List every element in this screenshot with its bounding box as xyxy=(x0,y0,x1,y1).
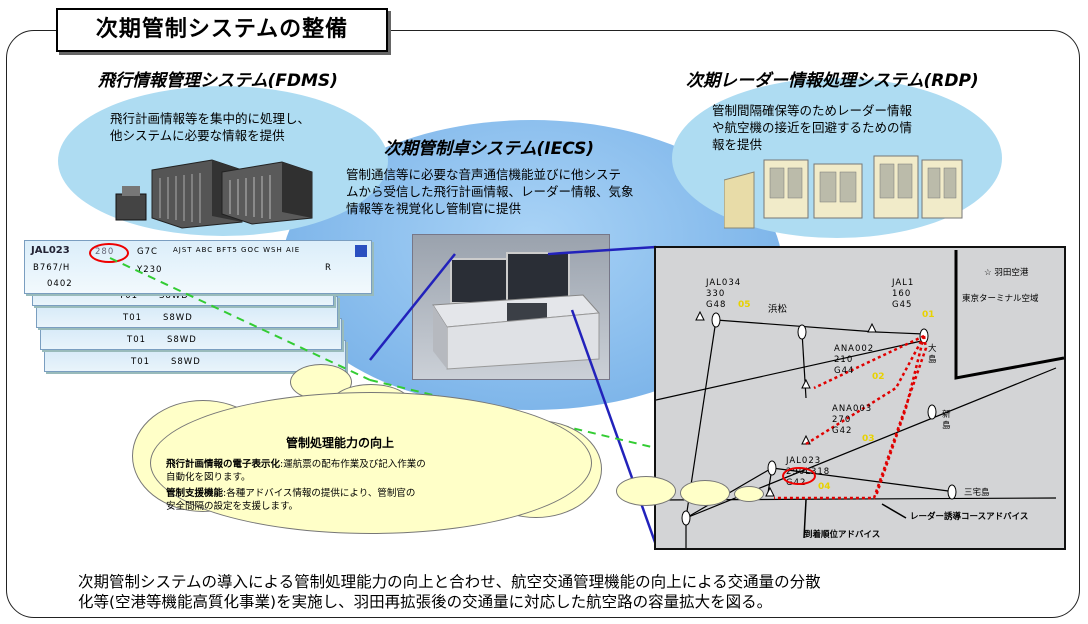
seq-label: 04 xyxy=(818,482,831,492)
hamamatsu-label: 浜松 xyxy=(768,304,788,315)
seq-label: 05 xyxy=(738,300,751,310)
strip-sub: Y230 xyxy=(137,265,163,275)
miyake-label: 三宅島 xyxy=(964,488,990,498)
strip-r: R xyxy=(325,263,332,273)
flight-strip-main: JAL023 280 G7C AJST ABC BFT5 GOC WSH AIE… xyxy=(24,240,372,294)
fdms-description: 飛行計画情報等を集中的に処理し、 他システムに必要な情報を提供 xyxy=(110,111,311,143)
advice-order-label: 到着順位アドバイス xyxy=(804,530,881,540)
footer-summary: 次期管制システムの導入による管制処理能力の向上と合わせ、航空交通管理機能の向上に… xyxy=(78,573,821,611)
seq-label: 02 xyxy=(872,372,885,382)
strip-code: G7C xyxy=(137,247,158,257)
strip-callsign: JAL023 xyxy=(31,245,70,256)
rdp-title: 次期レーダー情報処理システム(RDP) xyxy=(686,71,979,91)
flight-strip-panel: 0462 1 T01 S8WD 0462 2 T01 S8WD 0462 3 T… xyxy=(24,240,374,395)
alt-highlight-ring xyxy=(89,243,129,263)
fdms-title: 飛行情報管理システム(FDMS) xyxy=(98,71,338,91)
bubble-heading: 管制処理能力の向上 xyxy=(286,436,395,450)
bubble-item-support-function: 管制支援機能:各種アドバイス情報の提供により、管制官の 安全間隔の設定を支援しま… xyxy=(166,488,416,512)
strip-time: 0402 xyxy=(47,279,73,289)
outer-frame xyxy=(6,30,1080,618)
page-title: 次期管制システムの整備 xyxy=(56,8,388,52)
fdms-server-illustration xyxy=(115,159,313,229)
bubble-tail xyxy=(680,480,730,506)
advice-course-label: レーダー誘導コースアドバイス xyxy=(910,512,1029,522)
target-ana003: ANA003 270 G42 xyxy=(832,404,873,436)
target-jal1: JAL1 160 G45 xyxy=(892,278,915,310)
bubble-tail xyxy=(734,486,764,502)
haneda-label: ☆ 羽田空港 xyxy=(984,268,1029,278)
bubble-tail xyxy=(616,476,676,506)
strip-blue-tab xyxy=(355,245,367,257)
iecs-description: 管制通信等に必要な音声通信機能並びに他システ ムから受信した飛行計画情報、レーダ… xyxy=(346,167,634,216)
radar-map xyxy=(656,250,1064,548)
bubble-item-electronic-display: 飛行計画情報の電子表示化:運航票の配布作業及び記入作業の 自動化を図ります。 xyxy=(166,459,426,483)
strip-route: AJST ABC BFT5 GOC WSH AIE xyxy=(173,246,301,254)
console-photo xyxy=(412,234,610,380)
target-ana002: ANA002 210 G44 xyxy=(834,344,875,376)
terminal-airspace-label: 東京ターミナル空域 xyxy=(962,294,1039,304)
alt-highlight-ring xyxy=(782,467,816,485)
thought-bubble xyxy=(150,392,592,534)
niijima-label: 新島 xyxy=(942,410,951,431)
rdp-equipment-illustration xyxy=(724,155,963,229)
target-jal034: JAL034 330 G48 xyxy=(706,278,742,310)
oshima-label: 大島 xyxy=(928,344,937,365)
iecs-title: 次期管制卓システム(IECS) xyxy=(384,139,595,159)
seq-label: 01 xyxy=(922,310,935,320)
strip-type: B767/H xyxy=(33,263,71,273)
seq-label: 03 xyxy=(862,434,875,444)
rdp-description: 管制間隔確保等のためレーダー情報 や航空機の接近を回避するための情 報を提供 xyxy=(712,103,913,152)
